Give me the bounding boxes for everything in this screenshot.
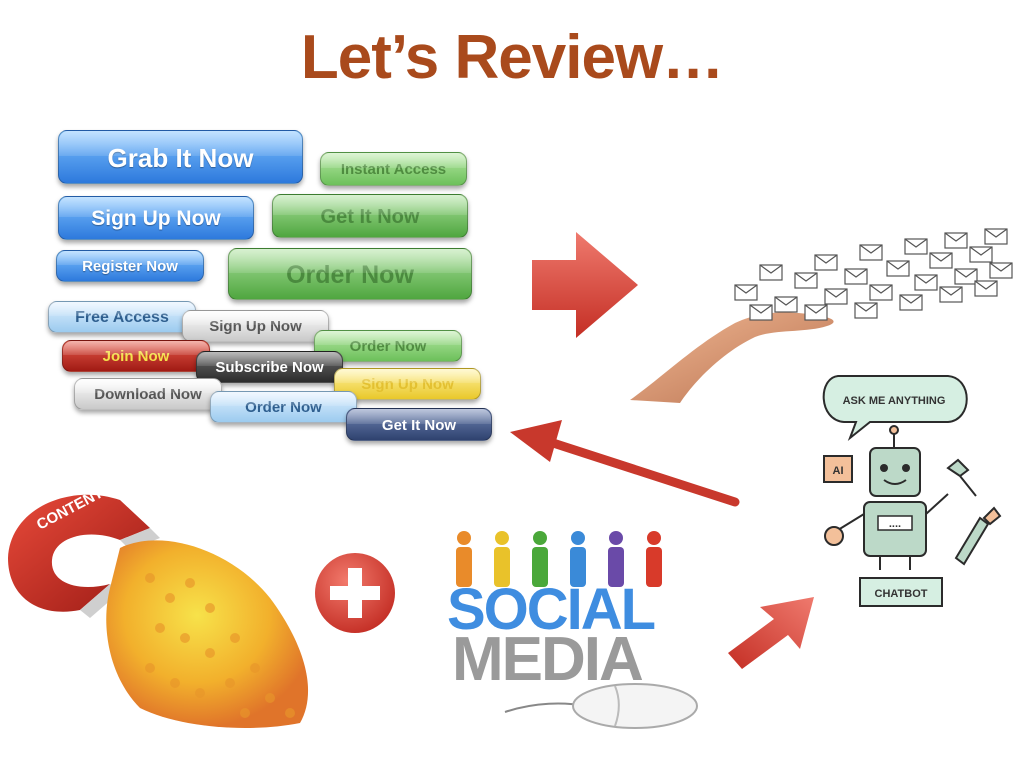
robot-screen-text: .... xyxy=(889,518,901,530)
get-it-now-navy-button[interactable]: Get It Now xyxy=(346,408,492,441)
grab-it-now-button[interactable]: Grab It Now xyxy=(58,130,303,184)
up-right-arrow-icon xyxy=(728,597,814,669)
sign-up-now-yellow-button[interactable]: Sign Up Now xyxy=(334,368,481,400)
ai-chip-label: AI xyxy=(833,465,844,477)
chatbot-bubble-text: ASK ME ANYTHING xyxy=(843,395,946,407)
social-word: SOCIAL xyxy=(447,577,656,642)
right-arrow-icon xyxy=(532,232,638,338)
join-now-button[interactable]: Join Now xyxy=(62,340,210,372)
page-title: Let’s Review… xyxy=(300,23,724,92)
download-now-button[interactable]: Download Now xyxy=(74,378,222,410)
people-figures-icon xyxy=(456,531,662,587)
plus-icon xyxy=(315,553,395,633)
sign-up-now-button[interactable]: Sign Up Now xyxy=(58,196,254,240)
order-now-button[interactable]: Order Now xyxy=(228,248,472,300)
register-now-button[interactable]: Register Now xyxy=(56,250,204,282)
instant-access-button[interactable]: Instant Access xyxy=(320,152,467,186)
diagonal-return-arrow-icon xyxy=(510,420,740,507)
order-now-lightblue-button[interactable]: Order Now xyxy=(210,391,357,423)
subscribe-now-button[interactable]: Subscribe Now xyxy=(196,351,343,383)
envelope-icon xyxy=(734,228,1013,321)
free-access-button[interactable]: Free Access xyxy=(48,301,196,333)
chatbot-sign-label: CHATBOT xyxy=(875,588,928,600)
content-magnet-crowd-image: CONTENT xyxy=(8,484,309,728)
computer-mouse-icon xyxy=(504,683,698,729)
chatbot-illustration: ASK ME ANYTHING AI .... CHATBOT xyxy=(822,375,1002,607)
sign-up-now-small-button[interactable]: Sign Up Now xyxy=(182,310,329,342)
order-now-green-button[interactable]: Order Now xyxy=(314,330,462,362)
media-word: MEDIA xyxy=(452,625,644,694)
get-it-now-button[interactable]: Get It Now xyxy=(272,194,468,238)
hand-with-emails-image xyxy=(630,228,1013,403)
